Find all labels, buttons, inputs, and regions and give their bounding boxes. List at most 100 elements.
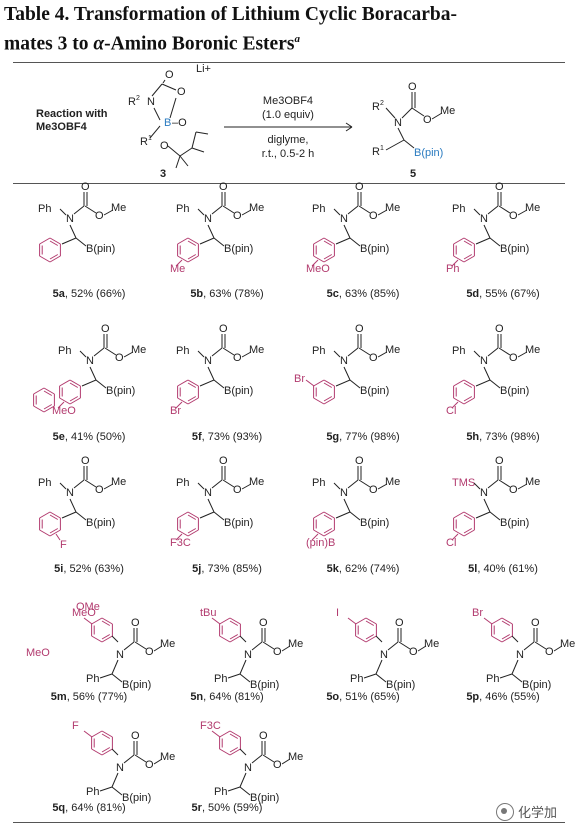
- bond: [211, 479, 223, 489]
- bond: [222, 479, 235, 488]
- n-aryl-ring: [219, 748, 231, 756]
- n-atom: N: [204, 213, 212, 225]
- bond: [213, 237, 225, 247]
- compound-label-5h: 5h, 73% (98%): [438, 431, 568, 443]
- bond: [207, 498, 215, 513]
- carbonyl-o: O: [165, 69, 174, 81]
- r2-label: R: [372, 101, 380, 113]
- ring-double-bond: [187, 528, 197, 534]
- aryl-ring: [49, 529, 61, 537]
- bpin-label: B(pin): [522, 679, 551, 691]
- boron-atom: B: [164, 117, 171, 129]
- ring-double-bond: [43, 390, 53, 396]
- bond: [111, 772, 119, 788]
- n-atom: N: [147, 96, 155, 108]
- bpin-label: B(pin): [500, 385, 529, 397]
- bond: [398, 641, 411, 650]
- n-atom: N: [516, 649, 524, 661]
- arrow-head: [345, 122, 353, 128]
- bond: [517, 209, 528, 216]
- bond: [417, 645, 427, 652]
- bond: [61, 237, 77, 245]
- ester-o: O: [273, 646, 282, 658]
- substituent-bond: [211, 730, 221, 738]
- top-rule: [13, 62, 565, 63]
- compound-label-5j: 5j, 73% (85%): [162, 563, 292, 575]
- arrow-head: [345, 126, 353, 132]
- n-substituent: Ph: [58, 345, 71, 357]
- compound-label-5k: 5k, 62% (74%): [298, 563, 428, 575]
- methyl-label: Me: [160, 638, 175, 650]
- aryl-ring: [59, 397, 71, 405]
- bond: [343, 224, 351, 239]
- r2-label: R: [128, 96, 136, 108]
- bond: [483, 224, 491, 239]
- bpin-label: B(pin): [250, 679, 279, 691]
- bond: [111, 673, 123, 683]
- substituent-bond: [175, 401, 183, 409]
- compound-label-5i: 5i, 52% (63%): [24, 563, 154, 575]
- ring-double-bond: [323, 396, 333, 402]
- compound-yield: , 41% (50%): [64, 431, 126, 443]
- n-aryl-ring: [355, 617, 367, 625]
- n-substituent: Ph: [176, 203, 189, 215]
- naphthalene-ring: [43, 387, 55, 395]
- compound-label-5d: 5d, 55% (67%): [438, 288, 568, 300]
- ring-double-bond: [43, 404, 53, 410]
- bond: [397, 127, 405, 141]
- naphthalene-ring: [43, 405, 55, 413]
- compound-yield: , 40% (61%): [477, 563, 538, 575]
- bond: [161, 83, 177, 91]
- aryl-ring: [49, 255, 61, 263]
- bond: [103, 209, 114, 216]
- methyl-label: Me: [525, 344, 540, 356]
- compound-id: 5h: [466, 431, 480, 443]
- substituent-label: Ph: [446, 263, 459, 275]
- equiv-text: (1.0 equiv): [262, 109, 314, 121]
- n-aryl-ring: [501, 617, 513, 625]
- aryl-ring: [49, 511, 61, 519]
- bond: [385, 107, 396, 119]
- substituent-label: MeO: [52, 405, 76, 417]
- bpin-label: B(pin): [360, 517, 389, 529]
- bond: [475, 379, 491, 387]
- ester-o: O: [145, 759, 154, 771]
- substituent-bond: [451, 401, 459, 409]
- aryl-ring: [453, 529, 465, 537]
- bond: [69, 498, 77, 513]
- n-atom: N: [394, 117, 402, 129]
- ester-o: O: [369, 484, 378, 496]
- o-bottom: O: [160, 140, 169, 152]
- n-aryl-ring: [229, 617, 241, 625]
- n-substituent: Ph: [312, 477, 325, 489]
- n-aryl-ring: [355, 635, 367, 643]
- bond: [473, 208, 481, 216]
- bond: [111, 786, 123, 796]
- bond: [241, 483, 252, 490]
- ring-double-bond: [229, 634, 239, 640]
- ring-double-bond: [49, 514, 59, 520]
- n-substituent: TMS: [452, 477, 475, 489]
- n-aryl-ring: [91, 730, 103, 738]
- compound-label-5g: 5g, 77% (98%): [298, 431, 428, 443]
- methyl-label: Me: [385, 344, 400, 356]
- ester-o: O: [233, 352, 242, 364]
- substituent-bond: [83, 617, 93, 625]
- ring-double-bond: [323, 240, 333, 246]
- bond: [483, 366, 491, 381]
- bpin-label: B(pin): [224, 243, 253, 255]
- compound-yield: , 63% (85%): [338, 288, 400, 300]
- bond: [227, 673, 241, 679]
- compound-label-5f: 5f, 73% (93%): [162, 431, 292, 443]
- bond: [534, 641, 547, 650]
- n-aryl-ring: [91, 635, 103, 643]
- ring-o: O: [177, 86, 186, 98]
- n-aryl-ring: [101, 730, 113, 738]
- aryl-ring: [39, 255, 51, 263]
- bond: [281, 645, 291, 652]
- compound-id: 5i: [54, 563, 64, 575]
- substituent-label: MeO: [72, 607, 96, 619]
- bond: [553, 645, 563, 652]
- title-line2-prefix: mates 3 to: [4, 33, 94, 55]
- aryl-ring: [453, 255, 465, 263]
